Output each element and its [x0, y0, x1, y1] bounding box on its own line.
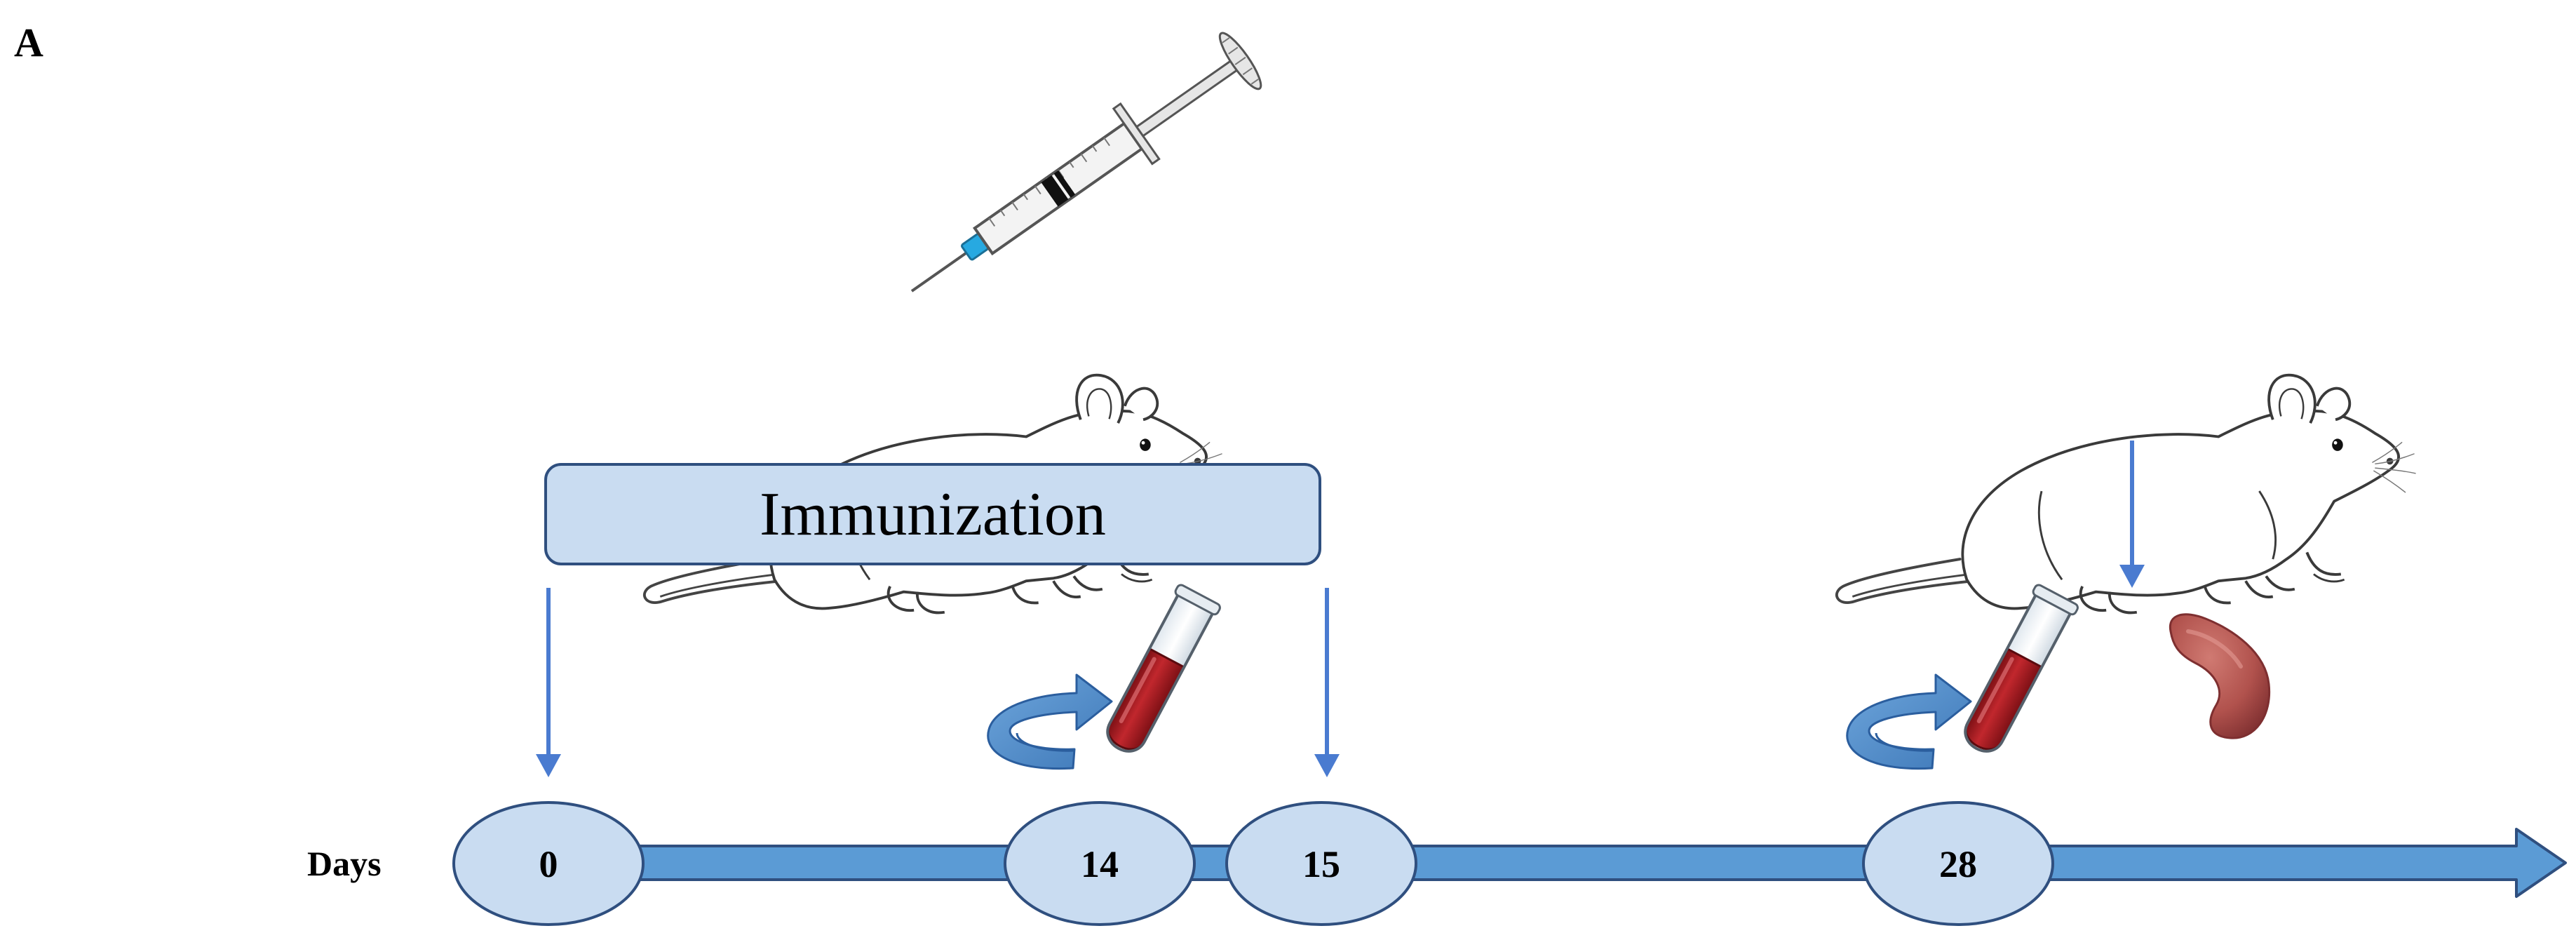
- timeline-node-day15: 15: [1225, 801, 1417, 926]
- down-arrow-day0: [536, 588, 561, 777]
- timeline-node-day0: 0: [452, 801, 645, 926]
- timeline-axis-label: Days: [307, 844, 382, 883]
- syringe-icon: [910, 32, 1262, 293]
- down-arrow-day15: [1314, 588, 1340, 777]
- node-label: 28: [1939, 843, 1977, 885]
- banner-label: Immunization: [760, 481, 1106, 549]
- down-arrow-day28: [2119, 441, 2145, 588]
- node-label: 14: [1081, 843, 1119, 885]
- timeline-node-day14: 14: [1004, 801, 1196, 926]
- node-label: 0: [539, 843, 558, 885]
- blood-tube-icon: [1098, 584, 1222, 760]
- panel-label: A: [14, 20, 43, 65]
- spleen-icon: [2169, 613, 2271, 739]
- blood-tube-icon: [1955, 584, 2079, 760]
- timeline-bar: [588, 828, 2567, 898]
- curved-arrow-icon: [1846, 673, 1972, 770]
- curved-arrow-icon: [987, 673, 1113, 770]
- immunization-banner: Immunization: [544, 463, 1321, 565]
- timeline-node-day28: 28: [1862, 801, 2054, 926]
- node-label: 15: [1302, 843, 1340, 885]
